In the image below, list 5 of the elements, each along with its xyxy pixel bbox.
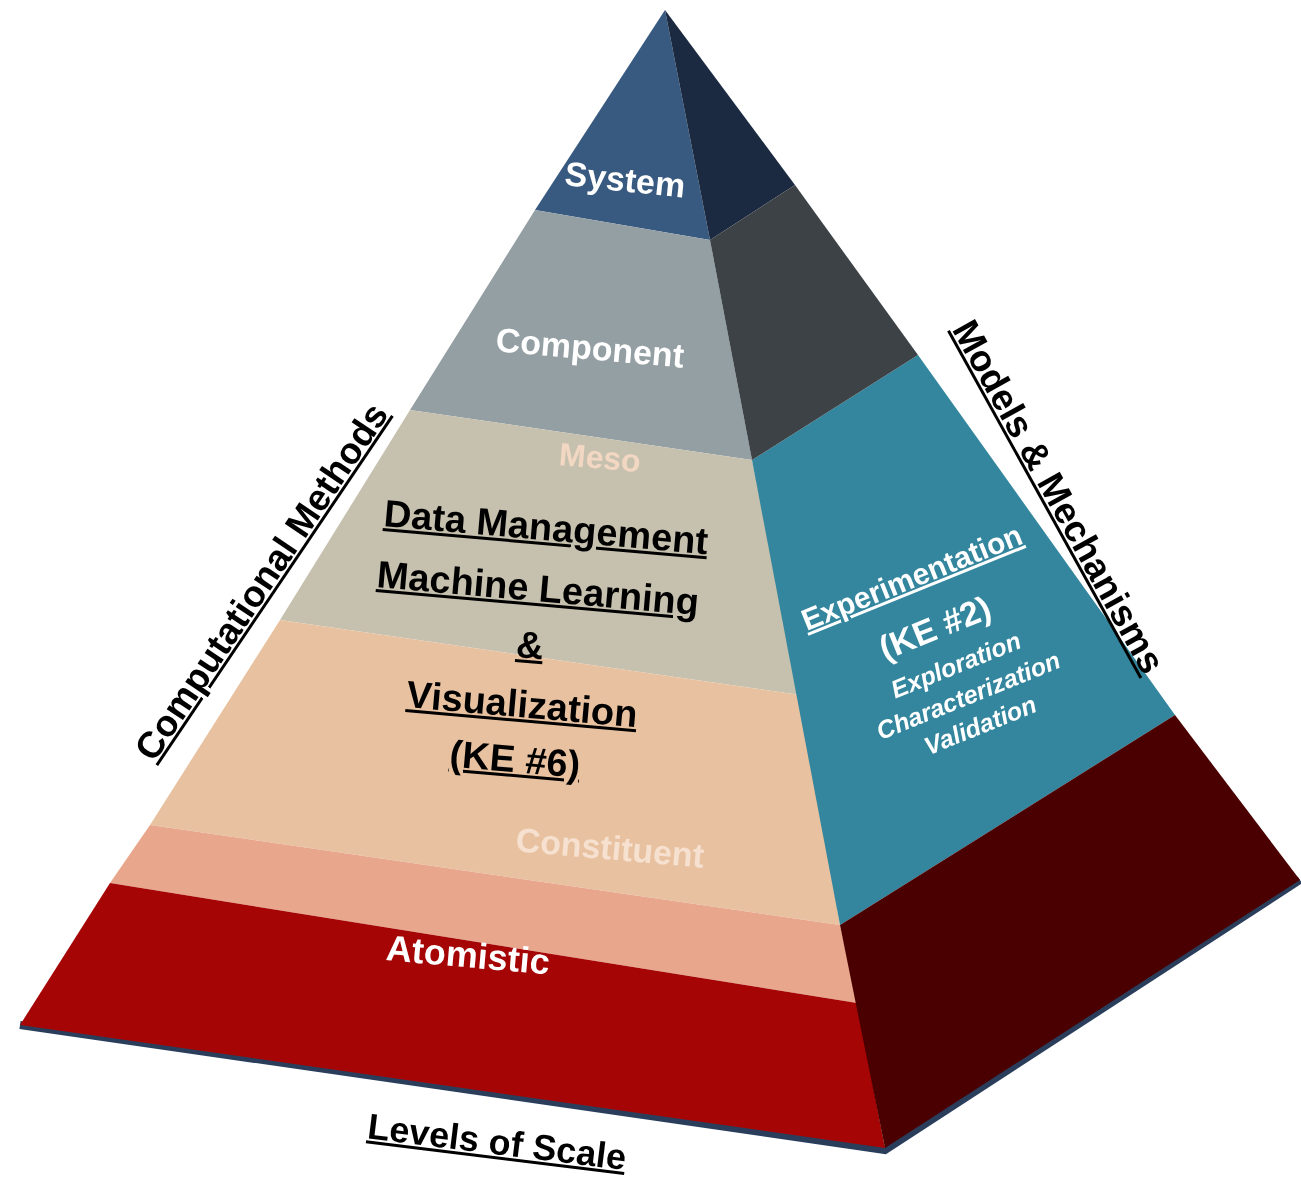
overlay-heading: & [514, 623, 546, 669]
axis-label: Levels of Scale [365, 1105, 629, 1179]
level-label: Atomistic [384, 927, 552, 983]
level-label: System [562, 154, 688, 206]
level-label: Component [494, 320, 686, 376]
